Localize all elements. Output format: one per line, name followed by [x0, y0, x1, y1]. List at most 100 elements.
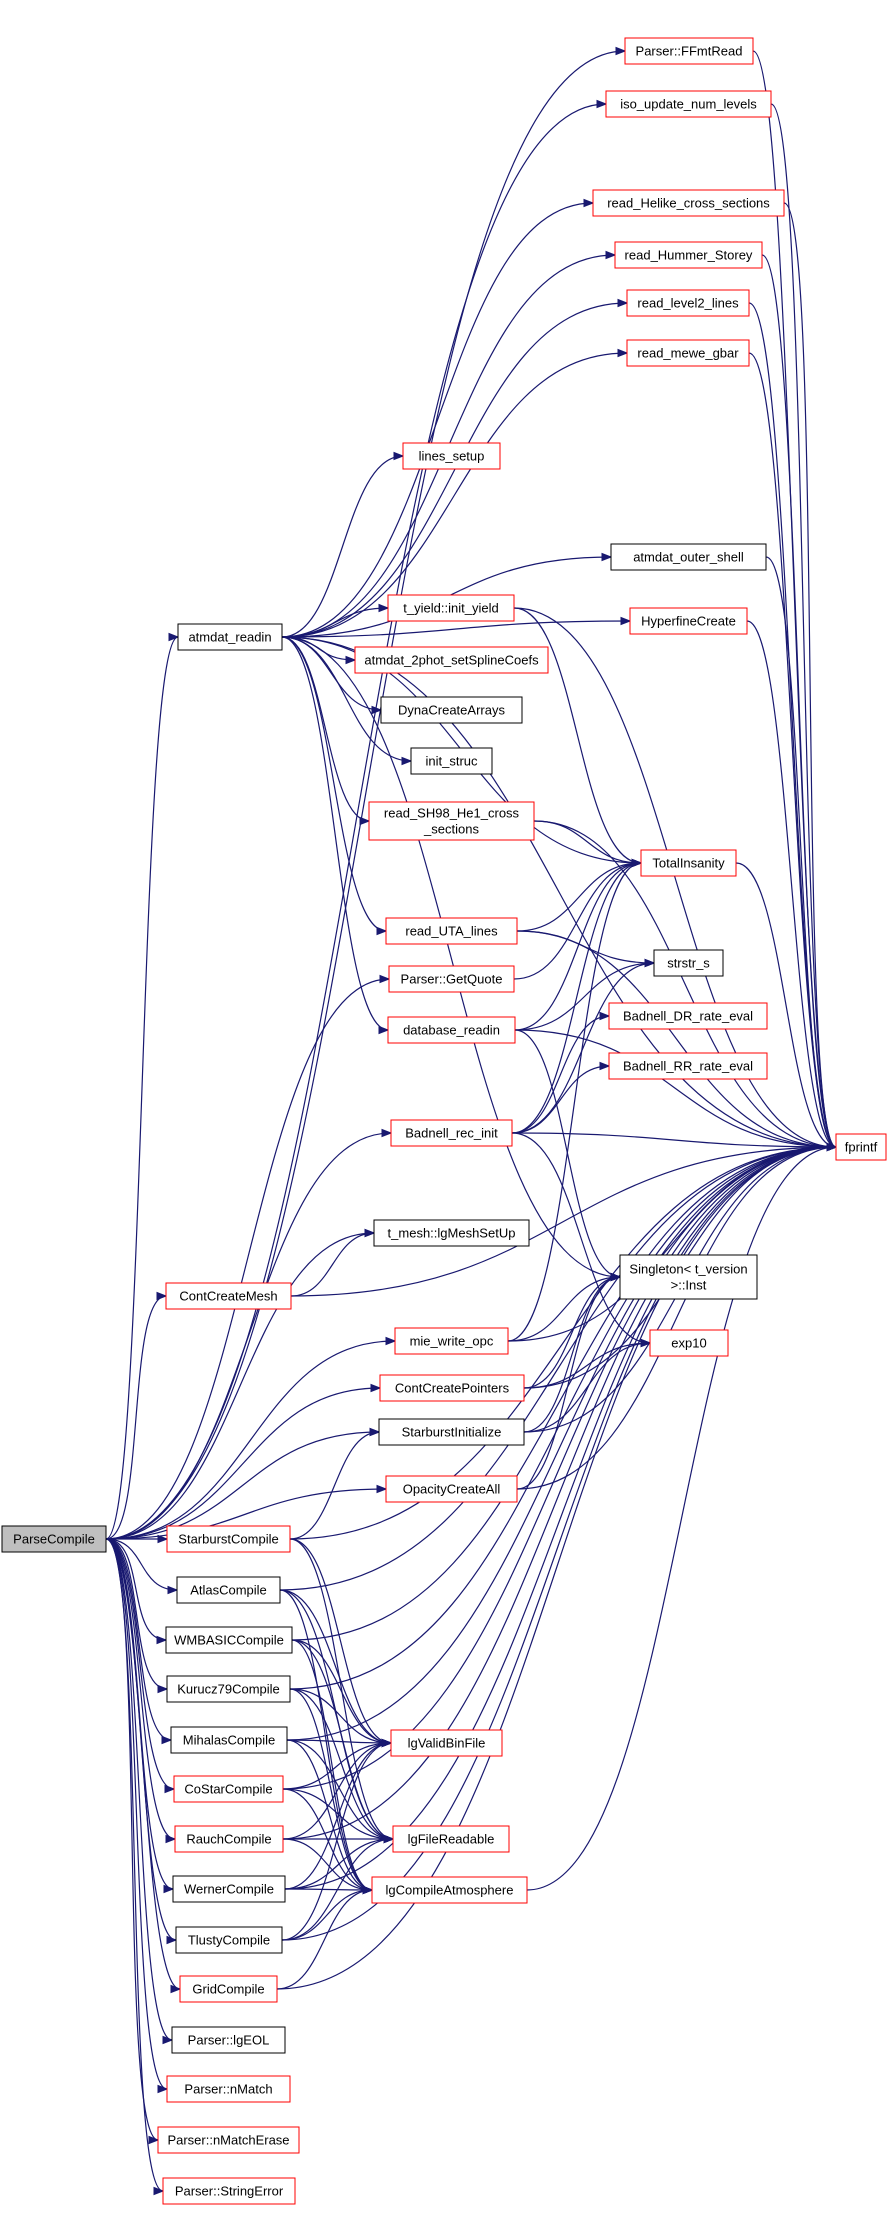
node-lines-setup[interactable]: lines_setup — [402, 442, 501, 470]
edge-badnell-rec-init-to-badnell-dr — [511, 1011, 611, 1134]
node-atmdat-2phot[interactable]: atmdat_2phot_setSplineCoefs — [354, 646, 549, 674]
node-starburstinitialize[interactable]: StarburstInitialize — [378, 1418, 525, 1446]
node-lgfilereadable[interactable]: lgFileReadable — [392, 1825, 510, 1853]
node-wmbasiccompile[interactable]: WMBASICCompile — [165, 1626, 293, 1654]
node-lgvalidbinfile[interactable]: lgValidBinFile — [390, 1729, 503, 1757]
node-box — [380, 696, 523, 724]
node-lgcompileatmosphere[interactable]: lgCompileAtmosphere — [371, 1876, 528, 1904]
edge-parsecompile-to-contcreatemesh — [105, 1291, 168, 1540]
edge-parsecompile-to-stringerror — [105, 1538, 165, 2196]
node-kurucz79compile[interactable]: Kurucz79Compile — [166, 1675, 291, 1703]
edge-rauchcompile-to-fprintf — [282, 1142, 838, 1840]
function-nodes: ParseCompile atmdat_readin Parser::FFmtRea… — [1, 37, 887, 2205]
node-label: Singleton< t_version — [629, 1262, 747, 1277]
node-init-yield[interactable]: t_yield::init_yield — [387, 594, 515, 622]
node-nmatch[interactable]: Parser::nMatch — [166, 2075, 291, 2103]
node-atmdat-outer-shell[interactable]: atmdat_outer_shell — [610, 543, 767, 571]
edge-parsecompile-to-mie-write-opc — [105, 1336, 397, 1540]
node-label: init_struc — [425, 754, 478, 769]
edge-parsecompile-to-ffmtread — [105, 46, 627, 1540]
node-strstr-s[interactable]: strstr_s — [653, 949, 724, 977]
node-box — [157, 2126, 300, 2154]
node-database-readin[interactable]: database_readin — [387, 1016, 516, 1044]
node-init-struc[interactable]: init_struc — [410, 747, 493, 775]
node-box — [390, 1729, 503, 1757]
node-label: Parser::FFmtRead — [636, 44, 743, 59]
node-iso-update-num-levels[interactable]: iso_update_num_levels — [605, 90, 772, 118]
node-wernercompile[interactable]: WernerCompile — [172, 1875, 286, 1903]
node-lgeol[interactable]: Parser::lgEOL — [171, 2026, 286, 2054]
node-badnell-rr[interactable]: Badnell_RR_rate_eval — [608, 1052, 768, 1080]
node-read-level2[interactable]: read_level2_lines — [626, 289, 750, 317]
node-box — [619, 1254, 758, 1300]
edge-parsecompile-to-badnell-rec-init — [105, 1128, 393, 1540]
node-singleton[interactable]: Singleton< t_version>::Inst — [619, 1254, 758, 1300]
node-label: atmdat_readin — [188, 630, 271, 645]
edge-atmdat-readin-to-read-uta — [281, 636, 388, 936]
node-badnell-dr[interactable]: Badnell_DR_rate_eval — [608, 1002, 768, 1030]
edge-parsecompile-to-atlascompile — [105, 1538, 179, 1595]
node-box — [608, 1052, 768, 1080]
node-contcreatemesh[interactable]: ContCreateMesh — [165, 1282, 292, 1310]
node-box — [592, 189, 785, 217]
node-contcreatepointers[interactable]: ContCreatePointers — [379, 1374, 525, 1402]
node-box — [171, 2026, 286, 2054]
node-label: Parser::GetQuote — [401, 972, 503, 987]
node-mie-write-opc[interactable]: mie_write_opc — [394, 1327, 509, 1355]
node-label: DynaCreateArrays — [398, 703, 505, 718]
node-costarcompile[interactable]: CoStarCompile — [173, 1775, 284, 1803]
node-label: ContCreatePointers — [395, 1381, 510, 1396]
node-stringerror[interactable]: Parser::StringError — [162, 2177, 296, 2205]
node-box — [614, 241, 763, 269]
node-read-mewe[interactable]: read_mewe_gbar — [626, 339, 750, 367]
node-nmatcherase[interactable]: Parser::nMatchErase — [157, 2126, 300, 2154]
node-rauchcompile[interactable]: RauchCompile — [174, 1825, 284, 1853]
node-label: read_mewe_gbar — [637, 346, 739, 361]
node-label: lgFileReadable — [408, 1832, 495, 1847]
edge-iso-update-num-levels-to-fprintf — [770, 103, 838, 1152]
edge-wmbasiccompile-to-fprintf — [291, 1142, 838, 1641]
node-ffmtread[interactable]: Parser::FFmtRead — [624, 37, 754, 65]
node-opacitycreateall[interactable]: OpacityCreateAll — [385, 1475, 518, 1503]
node-box — [354, 646, 549, 674]
node-box — [626, 339, 750, 367]
node-gridcompile[interactable]: GridCompile — [179, 1975, 278, 2003]
node-atmdat-readin[interactable]: atmdat_readin — [177, 623, 283, 651]
edge-atmdat-readin-to-singleton — [281, 636, 622, 1282]
node-badnell-rec-init[interactable]: Badnell_rec_init — [390, 1119, 513, 1147]
node-label: database_readin — [403, 1023, 500, 1038]
edge-parsecompile-to-lgmeshsetup — [105, 1228, 376, 1540]
edge-parsecompile-to-contcreatepointers — [105, 1383, 382, 1540]
node-fprintf[interactable]: fprintf — [835, 1133, 887, 1161]
node-read-hummer[interactable]: read_Hummer_Storey — [614, 241, 763, 269]
node-label: CoStarCompile — [184, 1782, 272, 1797]
node-parsecompile[interactable]: ParseCompile — [1, 1525, 107, 1553]
edge-parsecompile-to-rauchcompile — [105, 1538, 177, 1844]
node-read-sh98[interactable]: read_SH98_He1_cross_sections — [368, 801, 535, 841]
node-lgmeshsetup[interactable]: t_mesh::lgMeshSetUp — [373, 1219, 530, 1247]
node-read-uta[interactable]: read_UTA_lines — [385, 917, 518, 945]
node-hyperfinecreate[interactable]: HyperfineCreate — [629, 607, 748, 635]
node-starburstcompile[interactable]: StarburstCompile — [166, 1525, 291, 1553]
node-box — [165, 1626, 293, 1654]
edge-lgcompileatmosphere-to-fprintf — [526, 1142, 838, 1891]
node-label: ContCreateMesh — [179, 1289, 277, 1304]
node-label: fprintf — [845, 1140, 878, 1155]
node-label: strstr_s — [667, 956, 710, 971]
node-label: t_yield::init_yield — [403, 601, 498, 616]
node-atlascompile[interactable]: AtlasCompile — [176, 1576, 281, 1604]
node-exp10[interactable]: exp10 — [649, 1329, 729, 1357]
node-totalinsanity[interactable]: TotalInsanity — [640, 849, 737, 877]
node-box — [378, 1418, 525, 1446]
edge-atmdat-readin-to-read-helike — [281, 198, 595, 638]
node-tlustycompile[interactable]: TlustyCompile — [175, 1926, 283, 1954]
node-mihalascompile[interactable]: MihalasCompile — [170, 1726, 288, 1754]
node-dynacreatearrays[interactable]: DynaCreateArrays — [380, 696, 523, 724]
node-box — [835, 1133, 887, 1161]
node-label: read_level2_lines — [637, 296, 739, 311]
node-getquote[interactable]: Parser::GetQuote — [388, 965, 515, 993]
node-label: read_UTA_lines — [405, 924, 498, 939]
node-read-helike[interactable]: read_Helike_cross_sections — [592, 189, 785, 217]
edge-kurucz79compile-to-lgvalidbinfile — [289, 1688, 393, 1748]
node-box — [653, 949, 724, 977]
